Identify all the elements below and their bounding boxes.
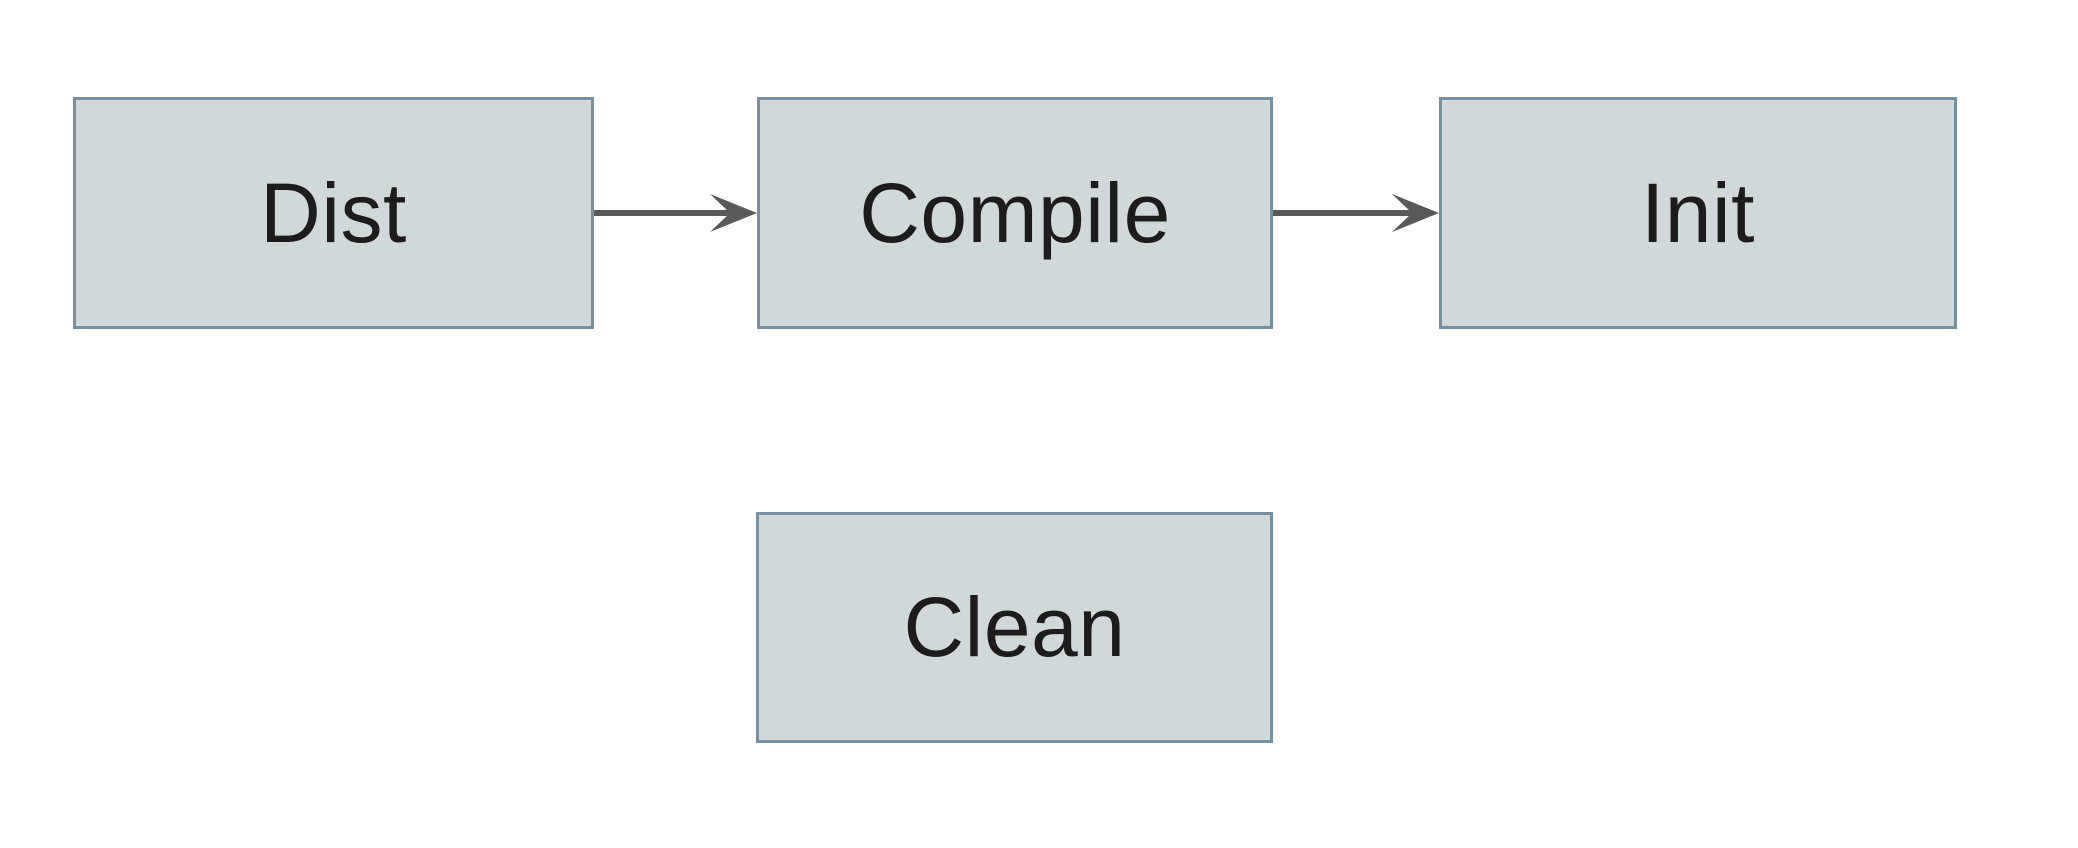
node-init: Init — [1439, 97, 1957, 329]
node-compile-label: Compile — [859, 165, 1171, 260]
node-dist-label: Dist — [260, 165, 407, 260]
node-dist: Dist — [73, 97, 594, 329]
arrowhead-icon — [710, 194, 757, 232]
arrow-dist-to-compile — [594, 194, 757, 232]
node-clean: Clean — [756, 512, 1273, 743]
arrowhead-icon — [1392, 194, 1439, 232]
node-clean-label: Clean — [903, 580, 1126, 674]
node-init-label: Init — [1640, 165, 1756, 260]
node-compile: Compile — [757, 97, 1273, 329]
arrow-compile-to-init — [1273, 194, 1439, 232]
